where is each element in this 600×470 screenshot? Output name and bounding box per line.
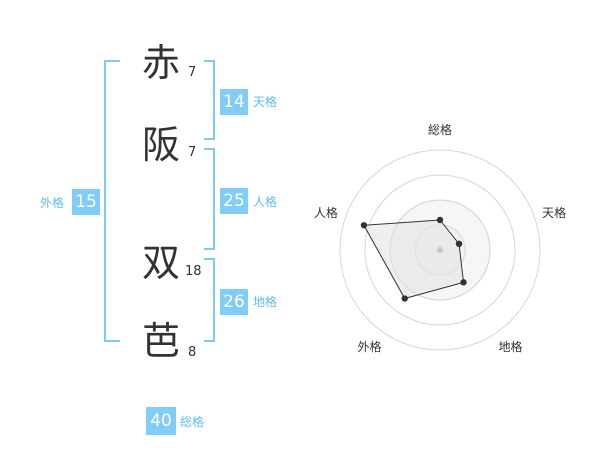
radar-axis-label-4: 外格 <box>357 340 382 355</box>
radar-series-polygon <box>363 219 465 300</box>
stroke-count-1: 7 <box>188 65 197 80</box>
radar-point-3 <box>460 279 467 286</box>
radar-axis-label-2: 天格 <box>542 205 567 220</box>
jinkaku-value-badge: 25 <box>220 188 248 214</box>
soukaku-value-badge: 40 <box>146 407 176 435</box>
jinkaku-label: 人格 <box>253 195 278 209</box>
name-char-3: 双 <box>142 241 181 285</box>
chikaku-label: 地格 <box>253 295 278 309</box>
tenkaku-label: 天格 <box>253 95 278 109</box>
jinkaku-bracket <box>204 148 215 250</box>
soukaku-label: 総格 <box>180 415 205 429</box>
radar-point-1 <box>436 216 444 224</box>
gaikaku-label: 外格 <box>40 196 65 210</box>
stroke-count-4: 8 <box>188 345 197 360</box>
radar-point-5 <box>360 222 368 229</box>
radar-point-2 <box>455 240 463 248</box>
name-char-2: 阪 <box>142 123 181 167</box>
chikaku-value-badge: 26 <box>220 289 248 315</box>
radar-point-4 <box>401 295 408 302</box>
radar-ring-4 <box>339 149 541 351</box>
tenkaku-bracket <box>204 60 215 140</box>
stroke-count-3: 18 <box>185 264 202 279</box>
gaikaku-bracket <box>104 60 120 342</box>
name-char-4: 芭 <box>142 319 181 363</box>
tenkaku-value-badge: 14 <box>220 89 248 115</box>
radar-axis-label-3: 地格 <box>498 340 523 355</box>
radar-ring-3 <box>364 174 516 326</box>
stroke-count-2: 7 <box>188 145 197 160</box>
chikaku-bracket <box>204 258 215 342</box>
name-char-1: 赤 <box>142 41 181 85</box>
gaikaku-value-badge: 15 <box>72 189 100 215</box>
radar-axis-label-1: 総格 <box>428 123 453 137</box>
radar-axis-label-5: 人格 <box>313 205 338 220</box>
radar-center-dot <box>437 247 443 253</box>
